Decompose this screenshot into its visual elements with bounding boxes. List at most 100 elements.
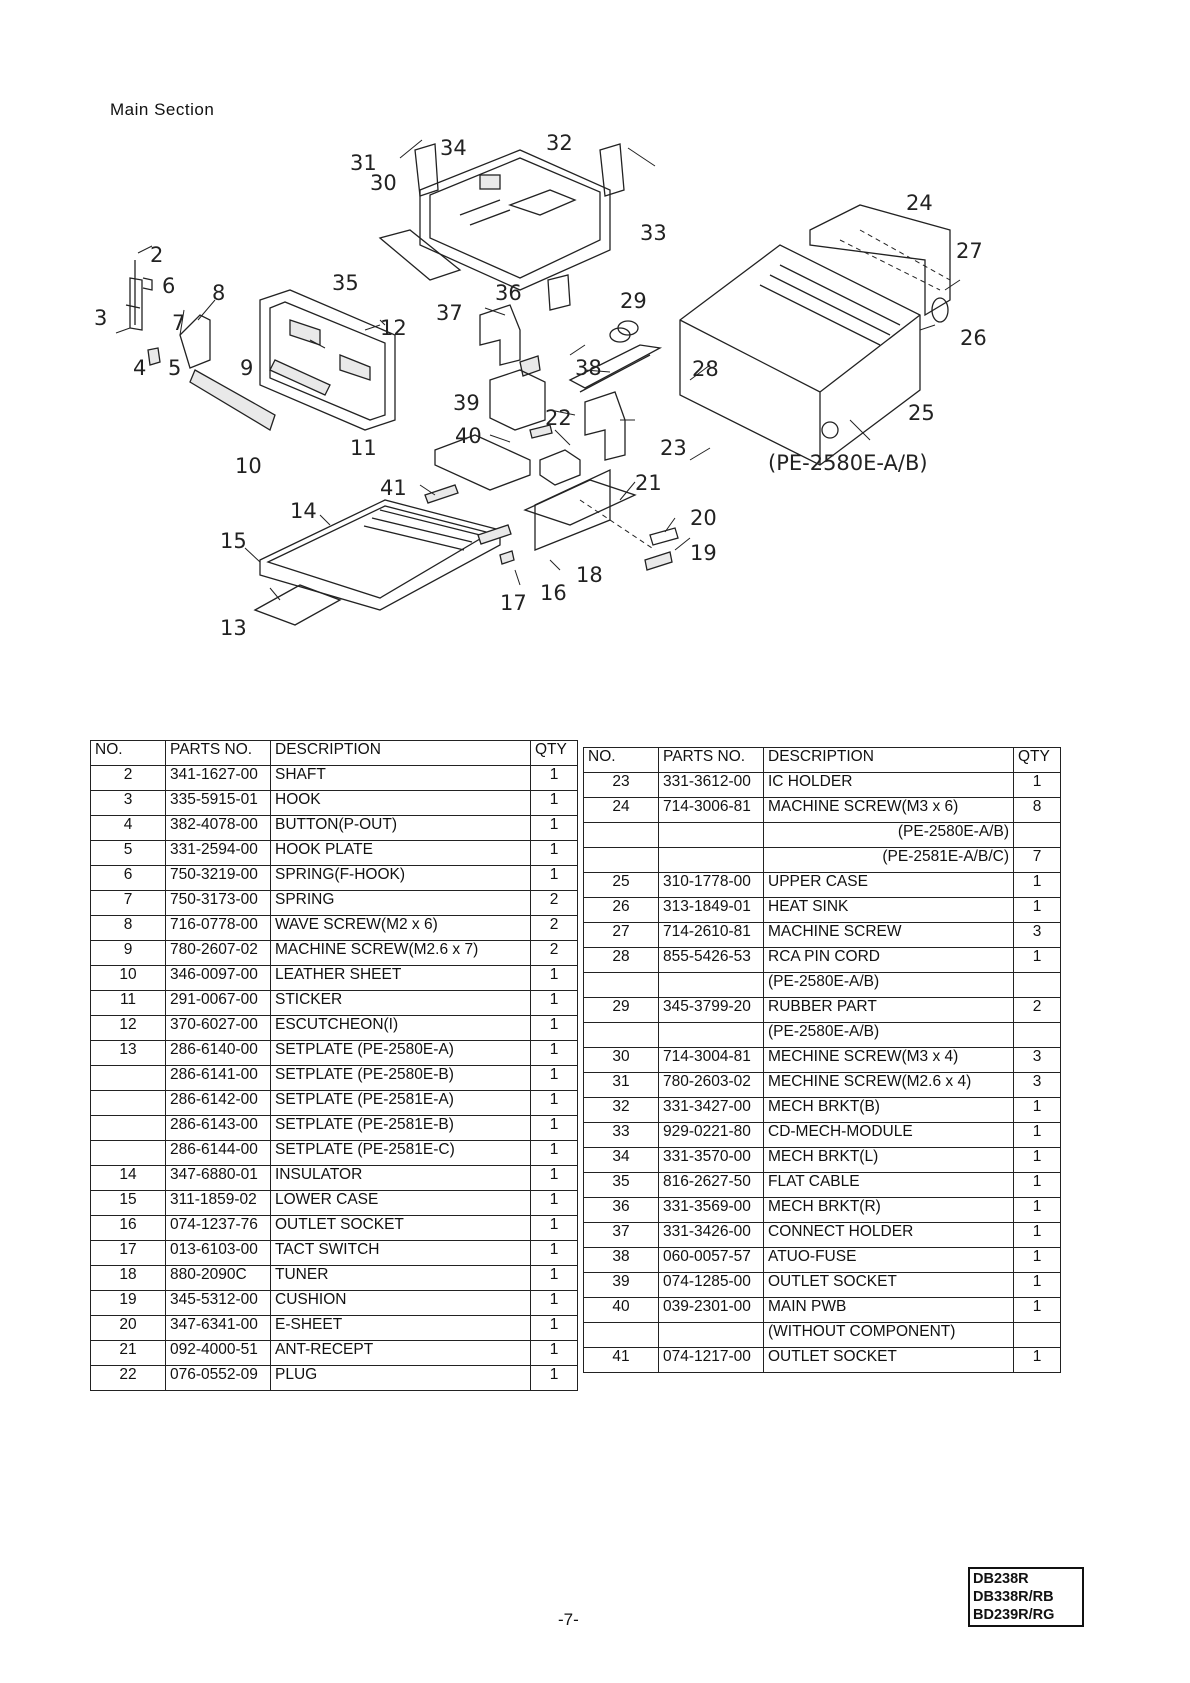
callout-38: 38 — [575, 356, 602, 380]
flat-cable-part — [378, 229, 462, 281]
cell-parts-no: 291-0067-00 — [165, 990, 271, 1016]
cell-qty — [1013, 822, 1061, 848]
cell-description: RCA PIN CORD — [763, 947, 1014, 973]
cell-no — [583, 1022, 659, 1048]
cell-qty: 1 — [530, 1290, 578, 1316]
model-note: (PE-2580E-A/B) — [768, 451, 928, 475]
cell-no — [90, 1065, 166, 1091]
cell-parts-no: 286-6140-00 — [165, 1040, 271, 1066]
cell-qty: 1 — [1013, 772, 1061, 798]
tact-switch-part — [499, 550, 515, 565]
cell-qty: 1 — [1013, 1272, 1061, 1298]
callout-28: 28 — [692, 357, 719, 381]
cell-no — [90, 1140, 166, 1166]
cell-qty: 1 — [530, 1340, 578, 1366]
header-qty: QTY — [530, 740, 578, 766]
header-no: NO. — [583, 747, 659, 773]
cell-no: 7 — [90, 890, 166, 916]
cell-parts-no: 750-3219-00 — [165, 865, 271, 891]
page-number: -7- — [558, 1610, 579, 1629]
cell-parts-no: 345-3799-20 — [658, 997, 764, 1023]
cell-parts-no — [658, 1022, 764, 1048]
cell-qty: 2 — [530, 940, 578, 966]
header-qty: QTY — [1013, 747, 1061, 773]
table-header-row: NO. PARTS NO. DESCRIPTION QTY — [90, 740, 578, 766]
callout-2: 2 — [150, 243, 163, 267]
parts-table-left: NO. PARTS NO. DESCRIPTION QTY 2 341-1627-… — [90, 740, 578, 1391]
cell-parts-no: 341-1627-00 — [165, 765, 271, 791]
cell-no: 6 — [90, 865, 166, 891]
cell-no: 38 — [583, 1247, 659, 1273]
cell-no — [90, 1090, 166, 1116]
main-pwb-part — [434, 434, 531, 491]
ic-holder-part — [584, 391, 626, 461]
cell-qty: 1 — [530, 840, 578, 866]
cell-description: HOOK — [270, 790, 531, 816]
cell-qty: 1 — [530, 1090, 578, 1116]
cell-parts-no — [658, 972, 764, 998]
cell-parts-no: 331-3569-00 — [658, 1197, 764, 1223]
callout-24: 24 — [906, 191, 933, 215]
cell-description: (WITHOUT COMPONENT) — [763, 1322, 1014, 1348]
cell-description: SETPLATE (PE-2581E-C) — [270, 1140, 531, 1166]
cell-description: MAIN PWB — [763, 1297, 1014, 1323]
cell-parts-no: 346-0097-00 — [165, 965, 271, 991]
table-row: (PE-2580E-A/B) — [583, 972, 1061, 998]
cell-qty: 1 — [530, 815, 578, 841]
cell-parts-no: 331-3426-00 — [658, 1222, 764, 1248]
callout-30: 30 — [370, 171, 397, 195]
cell-no: 14 — [90, 1165, 166, 1191]
cell-no: 18 — [90, 1265, 166, 1291]
cell-parts-no: 286-6143-00 — [165, 1115, 271, 1141]
cell-no: 5 — [90, 840, 166, 866]
cell-description: OUTLET SOCKET — [270, 1215, 531, 1241]
cell-description: WAVE SCREW(M2 x 6) — [270, 915, 531, 941]
cell-description: MECH BRKT(L) — [763, 1147, 1014, 1173]
callout-33: 33 — [640, 221, 667, 245]
cell-qty: 1 — [530, 1140, 578, 1166]
cell-no: 37 — [583, 1222, 659, 1248]
cell-no — [90, 1115, 166, 1141]
cell-parts-no: 780-2607-02 — [165, 940, 271, 966]
cell-description: HEAT SINK — [763, 897, 1014, 923]
cell-qty: 1 — [1013, 1197, 1061, 1223]
cell-parts-no: 060-0057-57 — [658, 1247, 764, 1273]
callout-35: 35 — [332, 271, 359, 295]
cell-no: 13 — [90, 1040, 166, 1066]
cell-description: ATUO-FUSE — [763, 1247, 1014, 1273]
callout-18: 18 — [576, 563, 603, 587]
cell-description: UPPER CASE — [763, 872, 1014, 898]
cell-parts-no: 347-6880-01 — [165, 1165, 271, 1191]
cell-no — [583, 972, 659, 998]
exploded-view-diagram: 2 3 4 5 6 7 8 9 10 11 12 13 14 15 16 17 … — [94, 131, 987, 640]
callout-12: 12 — [380, 316, 407, 340]
header-parts-no: PARTS NO. — [658, 747, 764, 773]
callout-25: 25 — [908, 401, 935, 425]
cell-parts-no — [658, 847, 764, 873]
cell-description: SETPLATE (PE-2580E-A) — [270, 1040, 531, 1066]
connect-holder-part — [479, 304, 521, 366]
cell-description: MECH BRKT(B) — [763, 1097, 1014, 1123]
cell-parts-no: 780-2603-02 — [658, 1072, 764, 1098]
cell-qty: 1 — [530, 1015, 578, 1041]
cell-description: STICKER — [270, 990, 531, 1016]
plug-part — [529, 424, 553, 439]
cell-no: 30 — [583, 1047, 659, 1073]
cell-parts-no: 335-5915-01 — [165, 790, 271, 816]
cell-parts-no: 039-2301-00 — [658, 1297, 764, 1323]
cell-qty: 1 — [1013, 1222, 1061, 1248]
cell-parts-no: 286-6142-00 — [165, 1090, 271, 1116]
callout-21: 21 — [635, 471, 662, 495]
table-row: (WITHOUT COMPONENT) — [583, 1322, 1061, 1348]
